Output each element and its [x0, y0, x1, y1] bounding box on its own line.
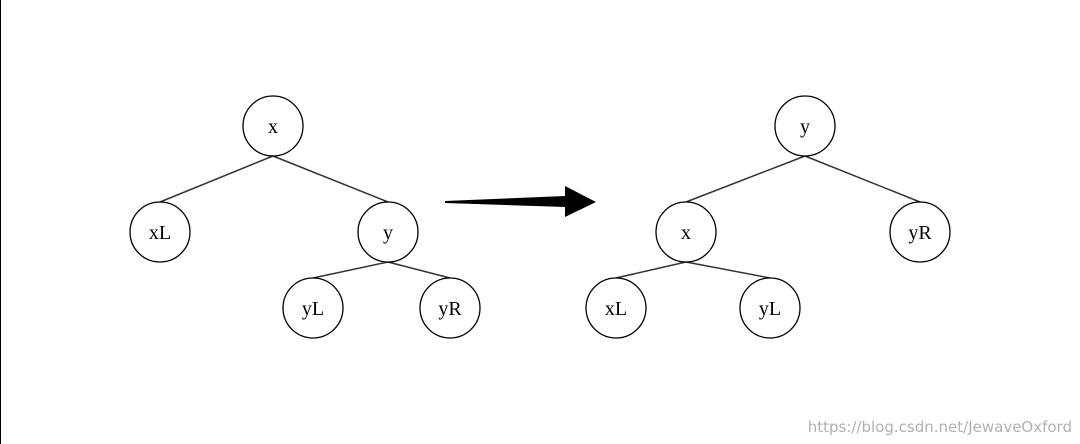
left-tree-node-yR: yR: [419, 277, 481, 339]
left-tree-edges: [159, 155, 451, 279]
right-tree-node-y: y: [774, 95, 836, 157]
node-label: x: [268, 116, 278, 138]
edge-y-x: [685, 155, 806, 203]
node-label: yL: [759, 298, 781, 320]
node-label: xL: [605, 298, 627, 320]
right-tree-node-yL: yL: [739, 277, 801, 339]
right-tree-edges: [615, 155, 921, 279]
right-tree-node-x: x: [655, 201, 717, 263]
edge-x-xL: [159, 155, 274, 203]
right-tree-node-yR: yR: [889, 201, 951, 263]
edge-x-y: [272, 155, 389, 203]
node-label: x: [681, 222, 691, 244]
node-label: y: [383, 222, 393, 244]
left-tree-node-x: x: [242, 95, 304, 157]
edge-y-yR: [804, 155, 921, 203]
edge-y-yR: [387, 261, 451, 279]
watermark-text: https://blog.csdn.net/JewaveOxford: [807, 418, 1072, 436]
node-label: xL: [149, 222, 171, 244]
edge-y-yL: [312, 261, 389, 279]
left-tree-node-y: y: [357, 201, 419, 263]
transform-arrow: [445, 186, 596, 217]
node-label: yL: [302, 298, 324, 320]
arrow-shape: [445, 186, 596, 217]
left-tree-node-yL: yL: [282, 277, 344, 339]
edge-x-xL: [615, 261, 687, 279]
left-tree-node-xL: xL: [129, 201, 191, 263]
left-border-line: [0, 0, 1, 444]
node-label: y: [800, 116, 810, 138]
node-label: yR: [908, 222, 932, 244]
node-label: yR: [438, 298, 462, 320]
right-tree-node-xL: xL: [585, 277, 647, 339]
edge-x-yL: [685, 261, 771, 279]
